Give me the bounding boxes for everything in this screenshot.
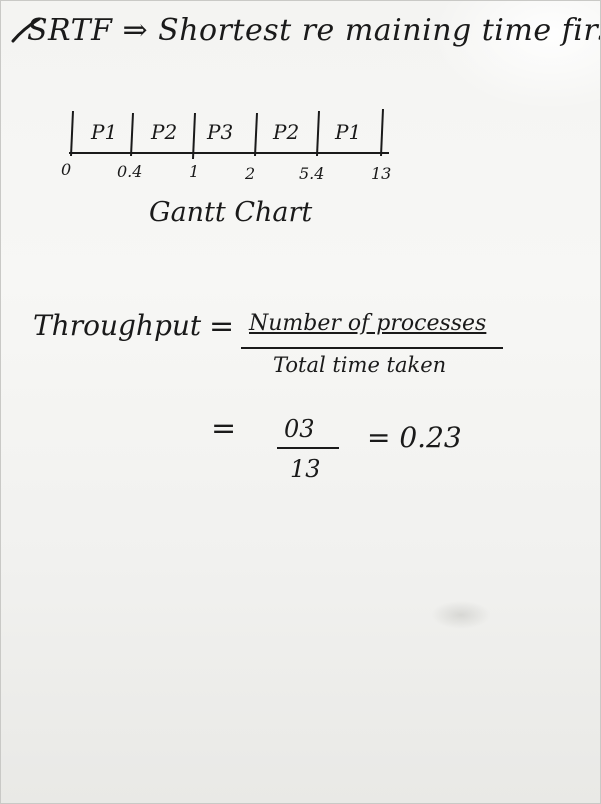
gantt-chart: P1 P2 P3 P2 P1 0 0.4 1 2 5.4 13: [61, 108, 391, 183]
light-glare: [431, 1, 600, 111]
check-mark-icon: [11, 17, 41, 43]
board-smudge: [431, 601, 491, 629]
gantt-process-label: P1: [334, 120, 361, 144]
gantt-process-label: P2: [150, 120, 177, 144]
gantt-process-label: P1: [90, 120, 117, 144]
throughput-equals: =: [209, 309, 235, 344]
gantt-time-label: 2: [244, 164, 255, 183]
gantt-divider: [254, 112, 258, 157]
throughput-label: Throughput: [33, 309, 202, 342]
result-numerator: 03: [284, 415, 315, 443]
gantt-time-label: 13: [371, 164, 391, 183]
gantt-divider: [70, 110, 74, 157]
gantt-time-label: 0: [61, 160, 71, 179]
gantt-time-label: 5.4: [299, 164, 324, 183]
gantt-process-label: P2: [272, 120, 299, 144]
result-denominator: 13: [290, 455, 321, 483]
gantt-process-label: P3: [206, 120, 233, 144]
gantt-divider: [192, 112, 196, 160]
gantt-time-label: 1: [189, 162, 199, 181]
heading-text: SRTF ⇒ Shortest re maining time first: [27, 13, 601, 48]
gantt-divider: [130, 112, 134, 157]
gantt-divider: [316, 110, 320, 157]
fraction-bar: [241, 347, 503, 349]
throughput-numerator: Number of processes: [249, 311, 487, 336]
result-equals: =: [211, 411, 237, 446]
result-value: = 0.23: [367, 421, 462, 454]
gantt-time-label: 0.4: [117, 162, 142, 181]
gantt-divider: [380, 108, 384, 157]
gantt-caption: Gantt Chart: [149, 197, 313, 228]
result-fraction-bar: [277, 447, 339, 449]
throughput-denominator: Total time taken: [273, 353, 447, 377]
